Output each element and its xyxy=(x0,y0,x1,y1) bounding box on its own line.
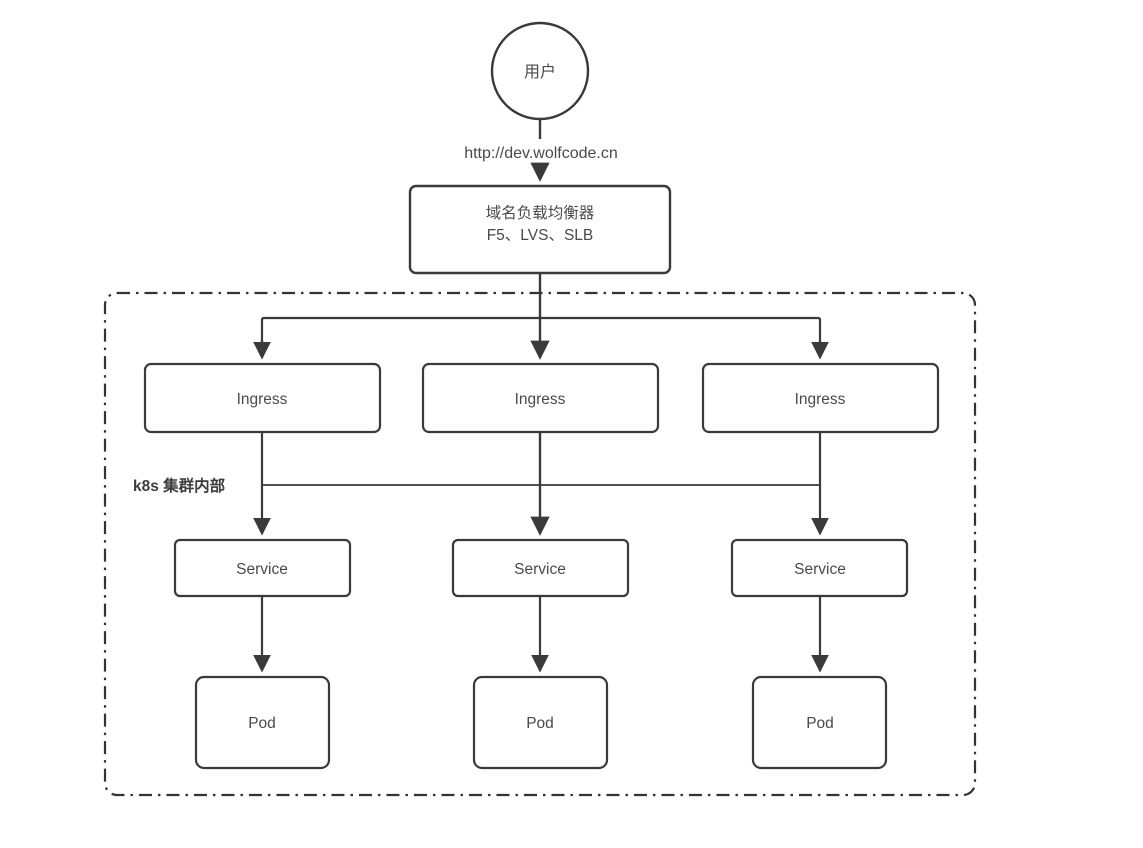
ingress-node-right xyxy=(701,362,940,434)
ingress-node-middle xyxy=(421,362,660,434)
ingress-label-left: Ingress xyxy=(237,391,288,408)
service-label-right: Service xyxy=(794,561,846,578)
service-node-middle xyxy=(451,538,630,598)
ingress-label-right: Ingress xyxy=(795,391,846,408)
pod-node-middle xyxy=(472,675,609,770)
service-node-right xyxy=(730,538,909,598)
service-label-middle: Service xyxy=(514,561,566,578)
pod-label-right: Pod xyxy=(806,715,834,732)
user-node-label: 用户 xyxy=(524,63,556,81)
load-balancer-label-line1: 域名负载均衡器 xyxy=(486,204,595,222)
pod-label-middle: Pod xyxy=(526,715,554,732)
user-node xyxy=(490,21,590,121)
pod-label-left: Pod xyxy=(248,715,276,732)
k8s-cluster-label: k8s 集群内部 xyxy=(133,476,226,495)
connector-branch-horizontal xyxy=(260,316,822,355)
ingress-label-middle: Ingress xyxy=(515,391,566,408)
load-balancer-label-line2: F5、LVS、SLB xyxy=(487,227,594,244)
pod-node-right xyxy=(751,675,888,770)
service-label-left: Service xyxy=(236,561,288,578)
load-balancer-node xyxy=(408,184,672,275)
request-url-label: http://dev.wolfcode.cn xyxy=(464,145,618,162)
ingress-node-left xyxy=(143,362,382,434)
k8s-cluster-boundary xyxy=(103,291,977,797)
service-node-left xyxy=(173,538,352,598)
pod-node-left xyxy=(194,675,331,770)
